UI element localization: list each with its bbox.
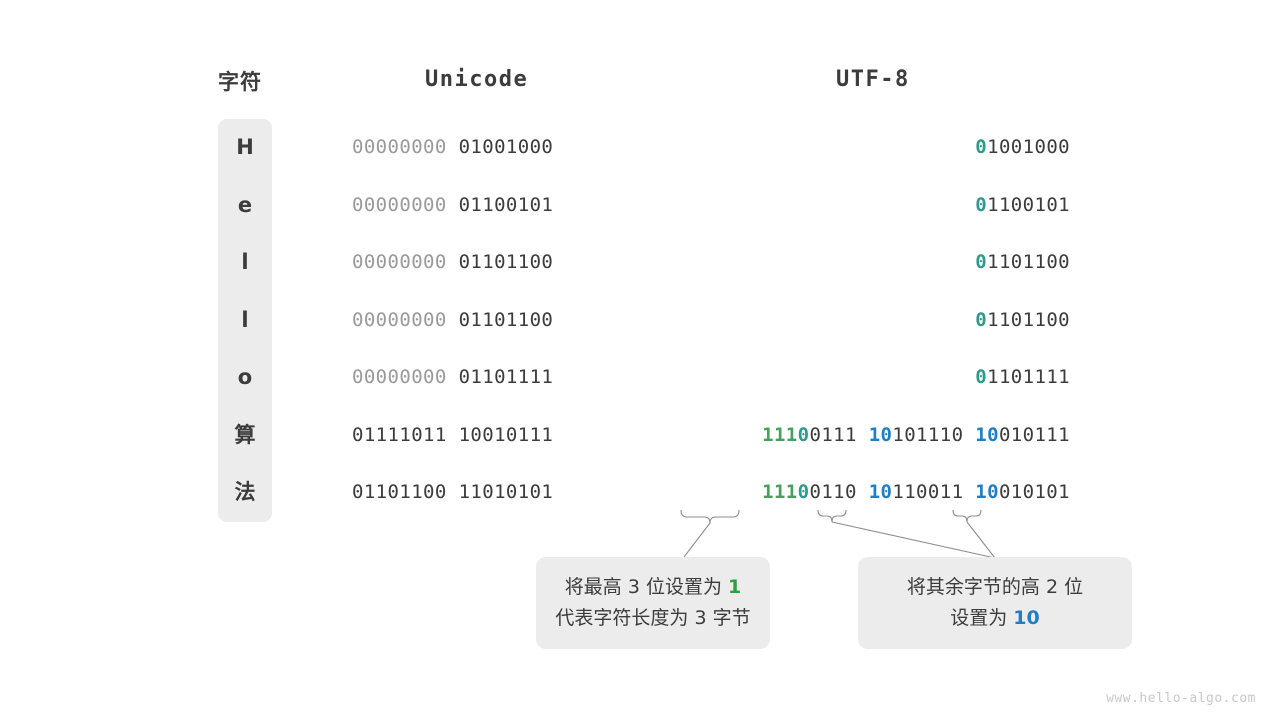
utf8-byte-prefix: 0 [975,308,988,331]
callout-1-highlight: 1 [728,576,742,598]
unicode-low-byte: 01100101 [458,193,554,216]
callout-1-line-2: 代表字符长度为 3 字节 [555,607,751,629]
utf8-byte-prefix: 10 [868,423,893,446]
utf8-byte-payload: 110011 [892,481,964,503]
callout-2-line-1: 将其余字节的高 2 位 [906,576,1084,598]
character-cell: l [241,307,249,332]
unicode-low-byte: 01001000 [458,136,554,158]
callout-1-line-1: 将最高 3 位设置为 1 [565,572,741,603]
leader-line-third-byte [966,521,996,559]
character-cell: 算 [234,422,256,447]
utf8-byte-payload: 1101100 [987,251,1070,273]
utf8-byte-prefix: 10 [868,481,893,503]
unicode-low-byte: 01101111 [458,366,554,388]
unicode-low-byte: 11010101 [458,481,554,503]
utf8-byte-prefix-terminator: 0 [797,481,810,503]
unicode-low-byte: 01101100 [458,308,554,331]
callout-2-line-2: 设置为 10 [950,603,1040,634]
callout-continuation-marker: 将其余字节的高 2 位 设置为 10 [858,557,1132,649]
utf8-cell: 11100111 10101110 10010111 [530,407,1070,464]
unicode-cell: 01101100 11010101 [352,464,610,521]
unicode-cell: 00000000 01101100 [352,292,610,349]
utf8-byte-prefix-terminator: 0 [797,423,810,446]
unicode-high-byte: 00000000 [352,251,447,273]
utf8-byte-prefix: 0 [975,251,988,273]
utf8-byte-payload: 0110 [809,481,857,503]
leader-line-first-byte [683,522,711,558]
unicode-low-byte: 10010111 [458,423,554,446]
unicode-cell: 00000000 01101111 [352,349,610,406]
unicode-cell: 01111011 10010111 [352,407,610,464]
utf8-cell: 01001000 [530,119,1070,176]
utf8-cell: 01100101 [530,177,1070,234]
header-utf8: UTF-8 [836,67,910,92]
header-character: 字符 [218,70,262,94]
callout-2-highlight: 10 [1013,607,1040,629]
utf8-byte-payload: 010101 [998,481,1070,503]
unicode-high-byte: 00000000 [352,366,447,388]
character-cell: H [236,135,254,159]
utf8-byte-payload: 0111 [809,423,857,446]
utf8-byte-prefix: 0 [975,366,988,388]
unicode-high-byte: 00000000 [352,193,447,216]
utf8-cell: 01101111 [530,349,1070,406]
unicode-high-byte: 00000000 [352,308,447,331]
callout-2-text-a: 设置为 [950,607,1014,629]
utf8-cell: 11100110 10110011 10010101 [530,464,1070,521]
character-column-panel [218,119,272,522]
callout-1-text-a: 将最高 [564,576,628,598]
unicode-high-byte: 01111011 [352,423,447,446]
utf8-byte-prefix: 10 [975,481,999,503]
unicode-high-byte: 00000000 [352,136,447,158]
utf8-byte-prefix: 10 [975,423,999,446]
utf8-byte-payload: 1001000 [987,136,1070,158]
utf8-cell: 01101100 [530,234,1070,291]
callout-1-text-c: 位设置为 [639,576,728,598]
unicode-cell: 00000000 01101100 [352,234,610,291]
utf8-byte-payload: 1101111 [987,366,1070,388]
character-cell: l [241,250,249,274]
character-cell: 法 [234,480,256,504]
utf8-byte-payload: 010111 [998,423,1070,446]
utf8-byte-payload: 1101100 [987,308,1070,331]
character-cell: e [237,192,253,217]
character-cell: o [237,365,253,389]
utf8-byte-prefix: 0 [975,136,988,158]
utf8-byte-prefix: 0 [975,193,988,216]
callout-1-num: 3 [627,576,640,598]
utf8-byte-payload: 1100101 [987,193,1070,216]
utf8-byte-prefix: 111 [762,423,798,446]
unicode-cell: 00000000 01100101 [352,177,610,234]
unicode-low-byte: 01101100 [458,251,554,273]
utf8-cell: 01101100 [530,292,1070,349]
unicode-cell: 00000000 01001000 [352,119,610,176]
watermark: www.hello-algo.com [1106,691,1256,706]
leader-line-second-byte [831,521,996,559]
unicode-high-byte: 01101100 [352,481,447,503]
utf8-byte-prefix: 111 [762,481,798,503]
callout-length-marker: 将最高 3 位设置为 1 代表字符长度为 3 字节 [536,557,770,649]
header-unicode: Unicode [425,67,529,92]
utf8-byte-payload: 101110 [892,423,964,446]
